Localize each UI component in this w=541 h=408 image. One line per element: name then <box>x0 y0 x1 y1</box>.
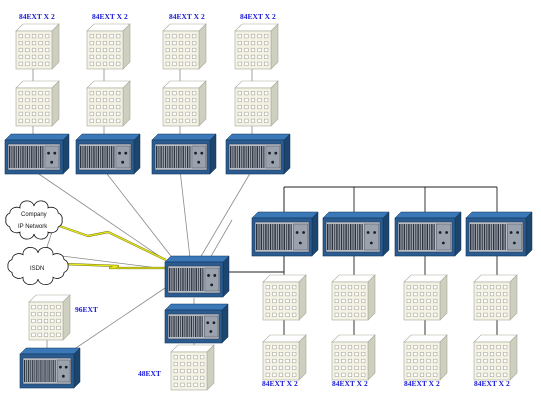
extension-panels <box>15 23 518 391</box>
top-panel-lower-2 <box>86 80 131 127</box>
central-hub-rack <box>164 255 230 298</box>
bottom-ext-label-1: 84EXT X 2 <box>262 379 298 388</box>
bottom-panel-lower-4 <box>473 334 518 381</box>
top-ext-label-2: 84EXT X 2 <box>92 12 128 21</box>
right-rack-1 <box>251 211 319 257</box>
isdn-cloud <box>7 246 69 286</box>
line-left-rack <box>69 285 169 353</box>
bottom-panel-lower-1 <box>262 334 307 381</box>
bolt-company <box>47 221 167 261</box>
bottom-panel-upper-2 <box>331 274 376 321</box>
left-ext-label: 96EXT <box>75 305 98 314</box>
top-rack-2 <box>75 133 141 175</box>
center-lower-rack <box>164 303 229 344</box>
bottom-panel-upper-3 <box>403 274 448 321</box>
top-panel-upper-4 <box>234 23 279 70</box>
bottom-ext-label-2: 84EXT X 2 <box>332 379 368 388</box>
company-ip-network-cloud <box>5 200 63 240</box>
right-rack-4 <box>465 211 533 257</box>
bottom-panel-upper-4 <box>473 274 518 321</box>
top-panel-upper-3 <box>162 23 207 70</box>
bottom-ext-label-4: 84EXT X 2 <box>474 379 510 388</box>
pbx-racks <box>4 133 533 389</box>
top-rack-3 <box>151 133 217 175</box>
bolt-isdn <box>63 263 166 269</box>
line-right-rack-1-diag <box>209 219 233 259</box>
top-ext-label-3: 84EXT X 2 <box>169 12 205 21</box>
center-ext-label: 48EXT <box>138 369 161 378</box>
right-rack-3 <box>394 211 462 257</box>
top-rack-4 <box>225 133 291 175</box>
top-panel-upper-2 <box>86 23 131 70</box>
cloud-isdn-label: ISDN <box>30 266 44 272</box>
top-panel-lower-1 <box>15 80 60 127</box>
line-top-rack-4 <box>199 169 253 259</box>
bottom-panel-upper-1 <box>262 274 307 321</box>
line-top-rack-1 <box>32 169 169 263</box>
center-panel <box>170 344 215 391</box>
line-top-rack-3 <box>179 169 191 259</box>
bottom-ext-label-3: 84EXT X 2 <box>404 379 440 388</box>
top-panel-lower-4 <box>234 80 279 127</box>
top-ext-label-4: 84EXT X 2 <box>240 12 276 21</box>
top-ext-label-1: 84EXT X 2 <box>19 12 55 21</box>
cloud-company-label-line1: Company <box>21 212 47 218</box>
left-panel <box>28 294 71 341</box>
line-isdn-hub <box>53 254 159 269</box>
bottom-panel-lower-2 <box>331 334 376 381</box>
top-rack-1 <box>4 133 70 175</box>
top-panel-upper-1 <box>15 23 60 70</box>
left-rack <box>19 347 81 389</box>
line-top-rack-2 <box>103 169 175 261</box>
diagram-labels: 84EXT X 2 84EXT X 2 84EXT X 2 84EXT X 2 … <box>18 12 510 388</box>
cloud-company-label-line2: IP Network <box>18 224 48 230</box>
right-rack-2 <box>322 211 390 257</box>
bottom-panel-lower-3 <box>403 334 448 381</box>
network-clouds <box>5 200 69 286</box>
top-panel-lower-3 <box>162 80 207 127</box>
